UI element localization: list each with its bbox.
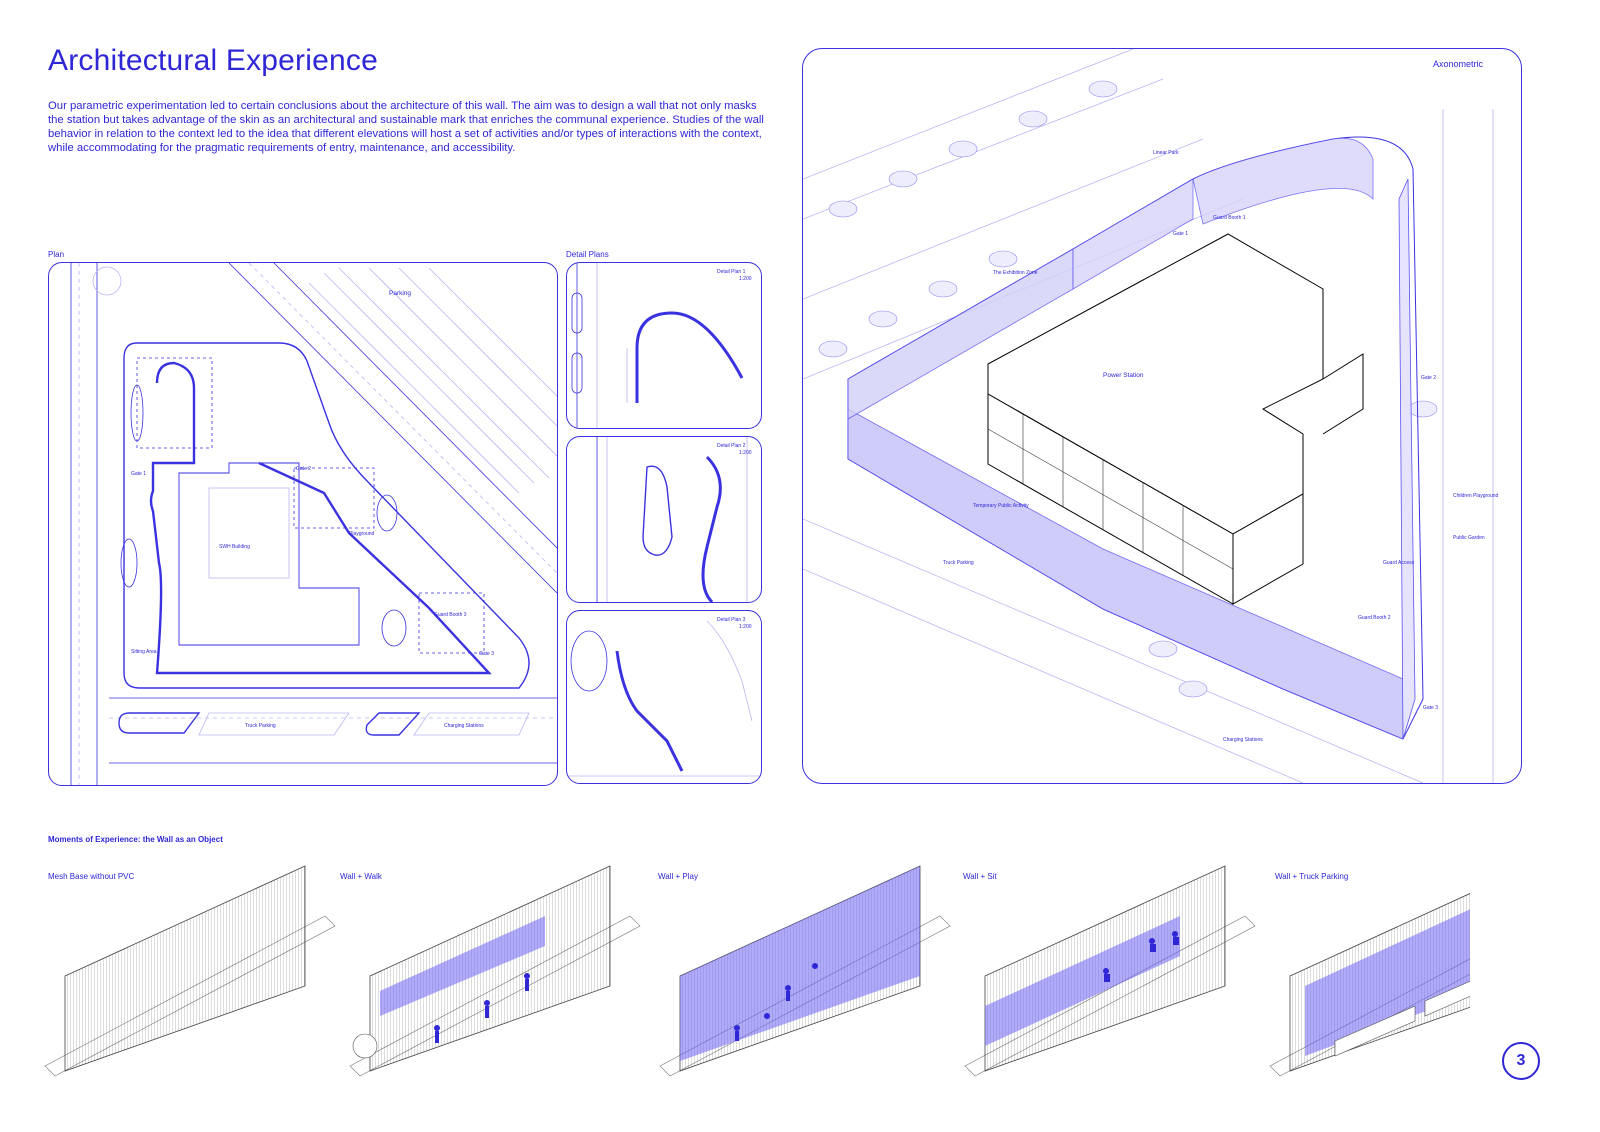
axo-power-station: Power Station	[1103, 372, 1144, 379]
wall-play	[659, 865, 951, 1077]
plan-truck-label: Truck Parking	[245, 723, 276, 729]
plan-gate3-label: Gate 3	[479, 651, 494, 657]
moments-title: Moments of Experience: the Wall as an Ob…	[48, 835, 223, 844]
intro-text: Our parametric experimentation led to ce…	[48, 100, 764, 154]
detail-plan-1: Detail Plan 1 1:200	[566, 262, 762, 429]
wall-sit	[964, 865, 1256, 1077]
wall-walk	[349, 865, 641, 1077]
plan-gate2-label: Gate 2	[296, 466, 311, 472]
axo-public-garden: Public Garden	[1453, 535, 1485, 541]
axo-caption: Axonometric	[1433, 59, 1484, 69]
axo-linear-park: Linear Park	[1153, 150, 1179, 156]
moment-label-4: Wall + Sit	[963, 872, 997, 881]
wall-truck-parking	[1269, 893, 1470, 1077]
detail-plan-2: Detail Plan 2 1:200	[566, 436, 762, 603]
detail1-title: Detail Plan 1	[717, 269, 746, 275]
moment-label-5: Wall + Truck Parking	[1275, 872, 1349, 881]
moments-drawings	[44, 865, 1470, 1077]
axo-guard2: Guard Booth 2	[1358, 615, 1391, 621]
detail3-scale: 1:200	[739, 624, 752, 630]
plan-sitting-label: Sitting Area	[131, 649, 157, 655]
axo-truck-parking: Truck Parking	[943, 560, 974, 566]
detail2-title: Detail Plan 2	[717, 443, 746, 449]
moment-label-2: Wall + Walk	[340, 872, 382, 881]
wall-mesh-base	[44, 865, 336, 1077]
axo-children-playground: Children Playground	[1453, 493, 1499, 499]
axo-gate3: Gate 3	[1423, 705, 1438, 711]
axo-guard-access: Guard Access	[1383, 560, 1415, 566]
axo-charging: Charging Stations	[1223, 737, 1263, 743]
axonometric-drawing: Axonometric	[803, 49, 1499, 783]
detail-plan-3: Detail Plan 3 1:200	[566, 610, 762, 784]
moment-label-1: Mesh Base without PVC	[48, 872, 135, 881]
axo-exhibition: The Exhibition Zone	[993, 270, 1038, 276]
plan-caption: Plan	[48, 250, 65, 259]
detail2-scale: 1:200	[739, 450, 752, 456]
axo-gate2: Gate 2	[1421, 375, 1436, 381]
axonometric-panel: Axonometric	[802, 48, 1522, 784]
detail1-scale: 1:200	[739, 276, 752, 282]
page-title: Architectural Experience	[48, 44, 378, 77]
plan-charging-label: Charging Stations	[444, 723, 484, 729]
plan-panel: Parking SWH Building Gate 1 Gate 2 Gate …	[48, 262, 558, 786]
plan-gate1-label: Gate 1	[131, 471, 146, 477]
moment-label-3: Wall + Play	[658, 872, 698, 881]
detail3-title: Detail Plan 3	[717, 617, 746, 623]
site-plan-drawing: Parking SWH Building Gate 1 Gate 2 Gate …	[70, 263, 557, 785]
axo-gate1: Gate 1	[1173, 231, 1188, 237]
plan-guard3-label: Guard Booth 3	[434, 612, 467, 618]
axo-temp-activity: Temporary Public Activity	[973, 503, 1029, 509]
axo-guard1: Guard Booth 1	[1213, 215, 1246, 221]
plan-play-label: Playground	[349, 531, 375, 537]
detail-caption: Detail Plans	[566, 250, 609, 259]
page-number: 3	[1502, 1042, 1540, 1080]
plan-building-label: SWH Building	[219, 544, 250, 550]
plan-parking-label: Parking	[389, 290, 411, 297]
